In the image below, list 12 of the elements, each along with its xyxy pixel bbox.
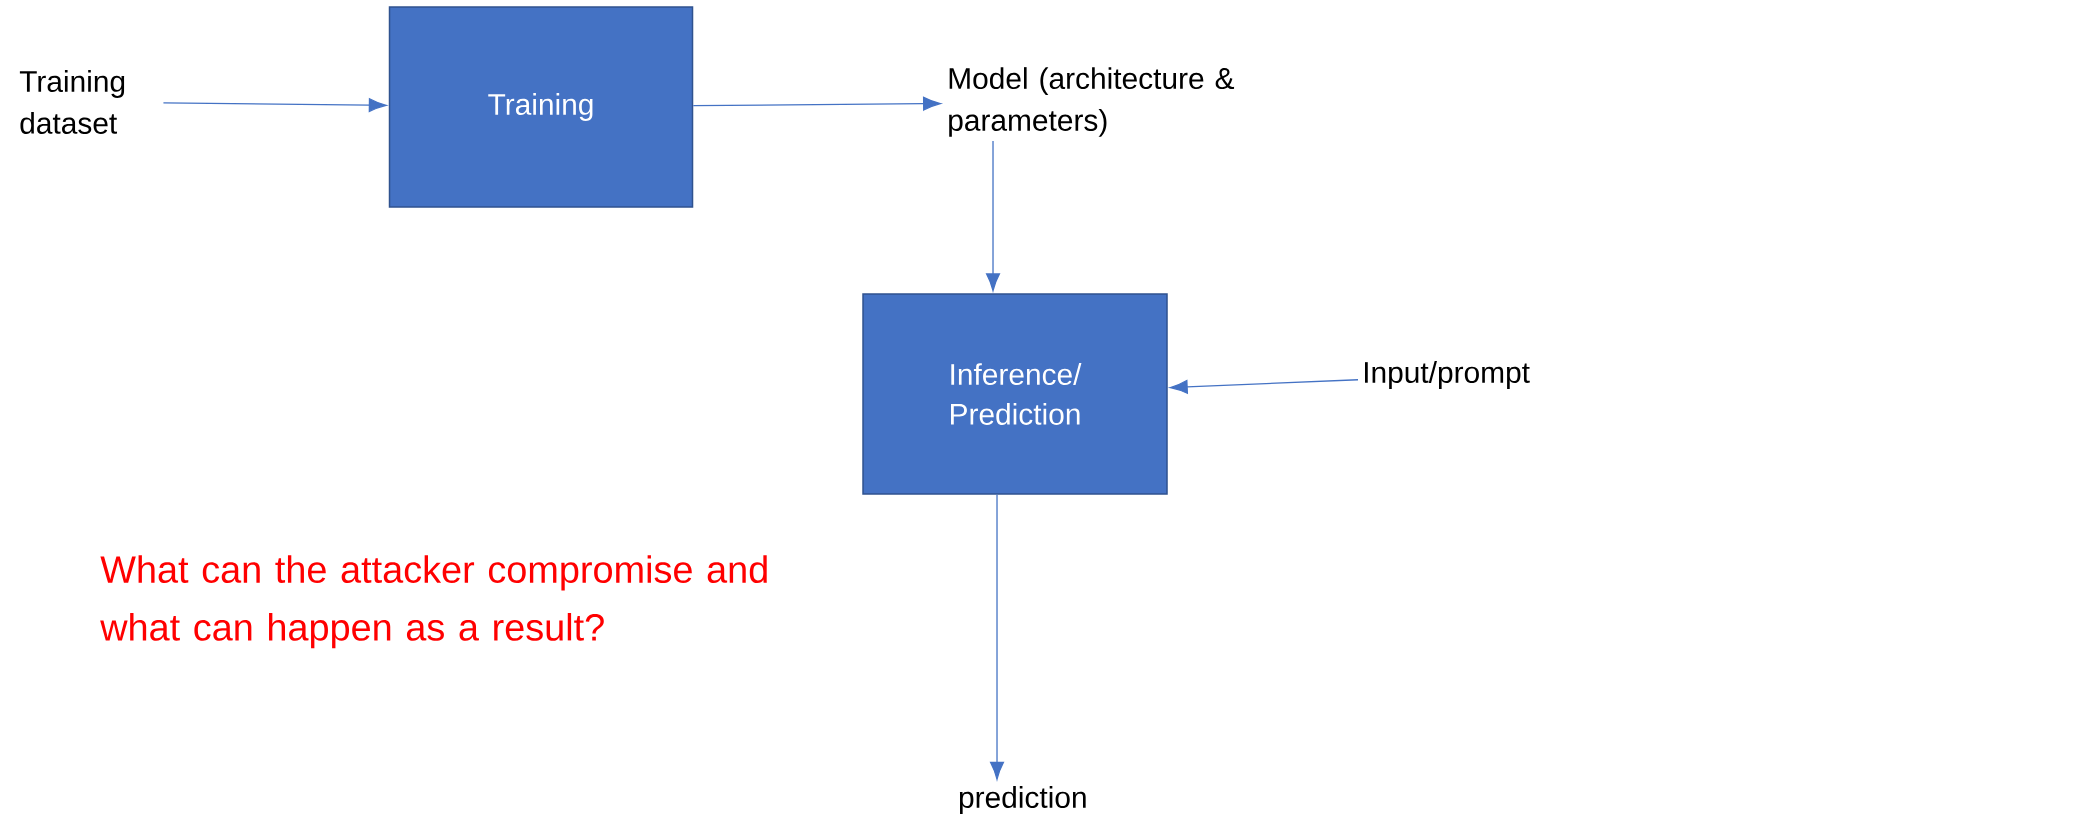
node-label: Training dataset bbox=[19, 70, 125, 134]
arrow bbox=[990, 494, 1005, 780]
arrow bbox=[692, 96, 941, 111]
question-text: What can the attacker compromise and what can happen as a result? bbox=[100, 555, 767, 649]
process-box: Training bbox=[388, 6, 694, 208]
arrow bbox=[986, 140, 1001, 292]
node-label: prediction bbox=[959, 786, 1086, 814]
node-label: Model (architecture & parameters) bbox=[949, 67, 1235, 137]
process-box: Inference/ Prediction bbox=[862, 293, 1168, 495]
arrow bbox=[162, 98, 387, 113]
arrow bbox=[1169, 379, 1359, 394]
node-label: Input/prompt bbox=[1364, 361, 1530, 389]
